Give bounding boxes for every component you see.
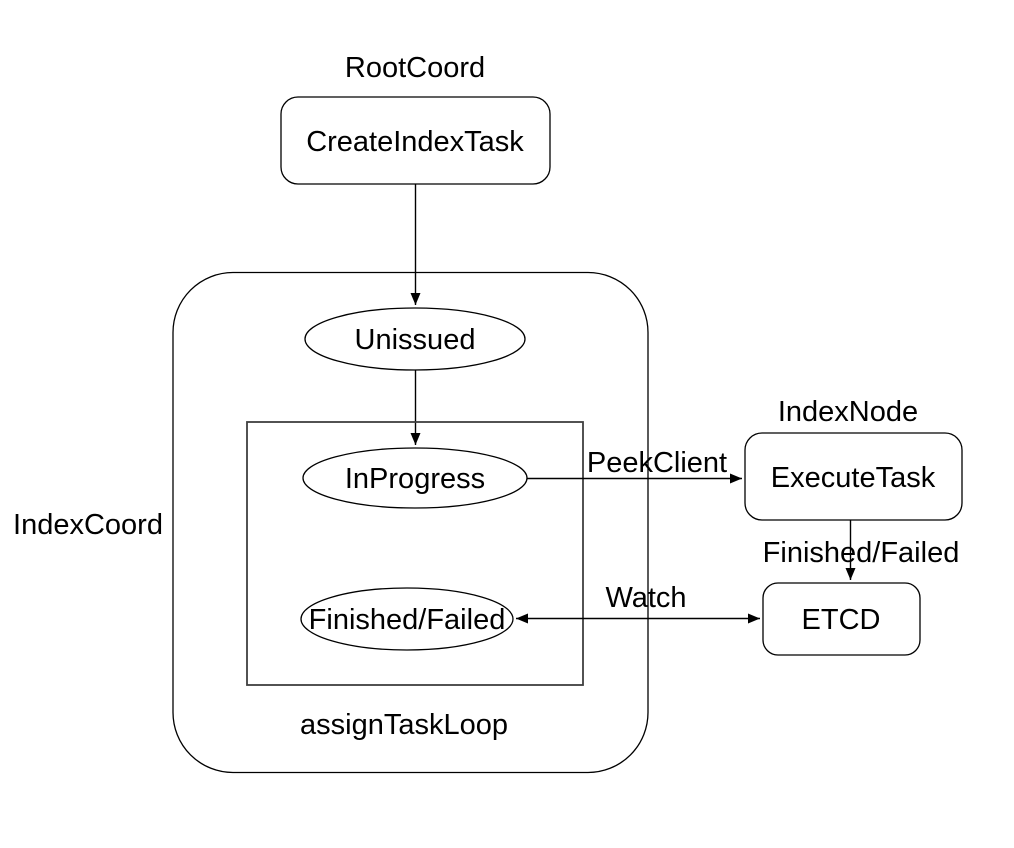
in-progress-label: InProgress xyxy=(345,463,485,495)
finished-failed-label: Finished/Failed xyxy=(309,604,506,636)
index-coord-container xyxy=(172,271,649,774)
etcd-node xyxy=(762,582,921,656)
create-index-task-label: CreateIndexTask xyxy=(306,126,524,158)
watch-edge-label: Watch xyxy=(605,582,686,614)
etcd-label: ETCD xyxy=(802,604,881,636)
execute-task-label: ExecuteTask xyxy=(771,462,936,494)
unissued-label: Unissued xyxy=(355,324,476,356)
finished-failed-edge-label: Finished/Failed xyxy=(763,537,960,569)
assign-task-loop-box xyxy=(246,421,584,686)
assign-task-loop-label: assignTaskLoop xyxy=(300,709,508,741)
execute-task-node xyxy=(744,432,963,521)
peek-client-edge-label: PeekClient xyxy=(587,447,727,479)
index-node-label: IndexNode xyxy=(778,396,918,428)
root-coord-label: RootCoord xyxy=(345,52,485,84)
finished-failed-node xyxy=(300,587,514,651)
index-coord-label: IndexCoord xyxy=(13,509,163,541)
